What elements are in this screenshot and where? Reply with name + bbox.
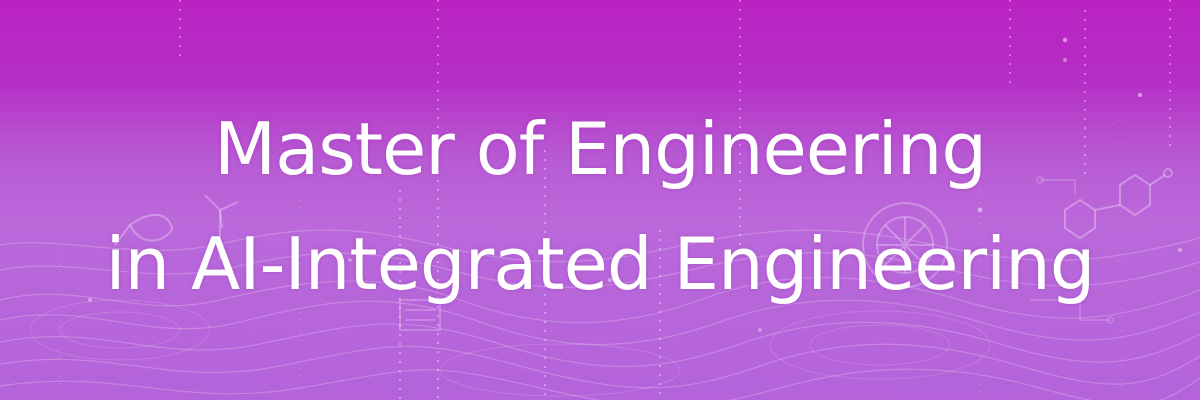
engineering-gear-icon <box>862 202 948 288</box>
program-title-line-2: in AI-Integrated Engineering <box>105 222 1096 307</box>
building-icon <box>399 299 441 331</box>
data-stream-lines <box>179 0 1171 400</box>
wind-turbine-icon <box>204 194 239 260</box>
program-title: Master of Engineering in AI-Integrated E… <box>0 92 1200 322</box>
molecule-icon <box>1064 168 1173 240</box>
sparkle-dots <box>88 37 1182 332</box>
leaf-icon <box>114 214 174 246</box>
topographic-contours <box>0 229 1200 400</box>
program-title-line-1: Master of Engineering <box>213 107 987 191</box>
circuit-icon <box>1030 176 1114 324</box>
